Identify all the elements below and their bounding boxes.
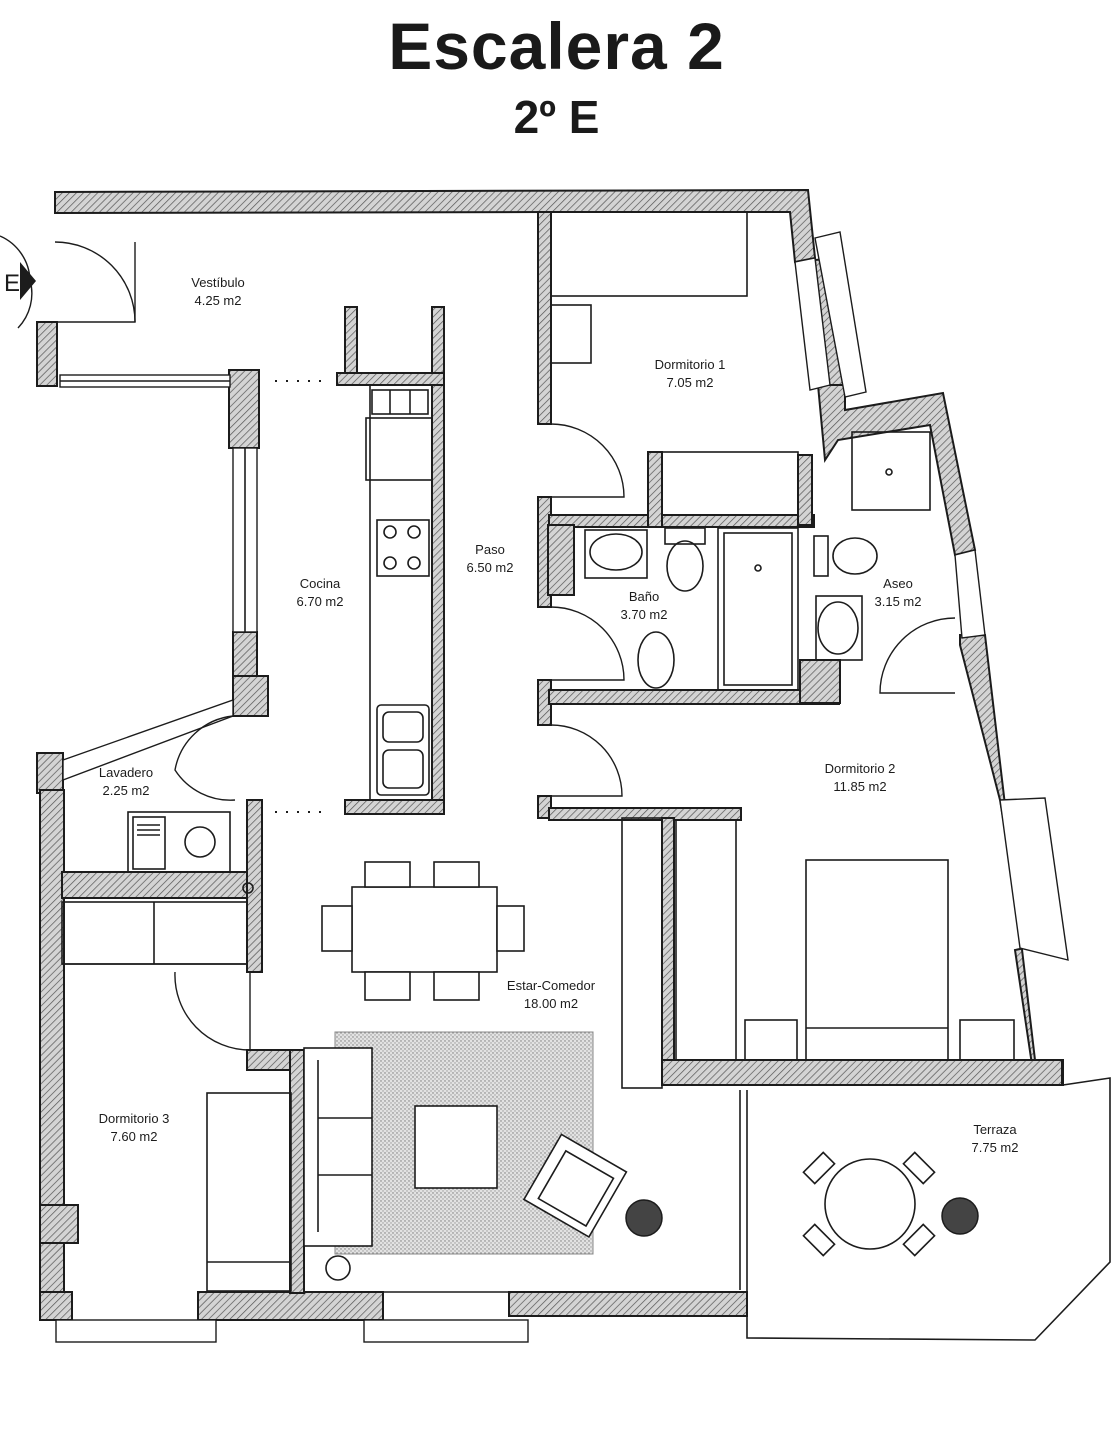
interior-walls bbox=[61, 306, 1063, 1294]
living-plant bbox=[625, 1199, 663, 1237]
area-aseo: 3.15 m2 bbox=[875, 594, 922, 609]
kitchen-fittings bbox=[275, 380, 433, 813]
bathroom-fixtures bbox=[584, 431, 931, 691]
area-terraza: 7.75 m2 bbox=[972, 1140, 1019, 1155]
doors bbox=[54, 241, 956, 1051]
area-paso: 6.50 m2 bbox=[467, 560, 514, 575]
label-vestibulo: Vestíbulo bbox=[191, 275, 245, 290]
label-dormitorio2: Dormitorio 2 bbox=[825, 761, 896, 776]
entrance-marker: E bbox=[0, 235, 36, 329]
coffee-table bbox=[414, 1105, 498, 1189]
label-estar: Estar-Comedor bbox=[507, 978, 596, 993]
label-paso: Paso bbox=[475, 542, 505, 557]
entrance-door bbox=[54, 241, 136, 323]
area-cocina: 6.70 m2 bbox=[297, 594, 344, 609]
label-cocina: Cocina bbox=[300, 576, 341, 591]
building-title: Escalera 2 bbox=[388, 9, 725, 83]
area-dormitorio3: 7.60 m2 bbox=[111, 1129, 158, 1144]
area-vestibulo: 4.25 m2 bbox=[195, 293, 242, 308]
label-dormitorio1: Dormitorio 1 bbox=[655, 357, 726, 372]
label-aseo: Aseo bbox=[883, 576, 913, 591]
bedroom3-furniture bbox=[61, 901, 292, 1292]
label-dormitorio3: Dormitorio 3 bbox=[99, 1111, 170, 1126]
laundry-fixtures bbox=[127, 811, 254, 894]
cooktop bbox=[376, 519, 430, 577]
area-bano: 3.70 m2 bbox=[621, 607, 668, 622]
windows bbox=[55, 231, 1069, 1343]
dining-table bbox=[321, 861, 525, 1001]
living-furniture bbox=[303, 1031, 747, 1293]
label-terraza: Terraza bbox=[973, 1122, 1017, 1137]
armchair bbox=[522, 1133, 628, 1239]
sofa bbox=[303, 1047, 373, 1247]
terrace bbox=[739, 1077, 1111, 1341]
area-estar: 18.00 m2 bbox=[524, 996, 578, 1011]
entrance-label: E bbox=[4, 270, 20, 297]
area-lavadero: 2.25 m2 bbox=[103, 783, 150, 798]
area-dormitorio2: 11.85 m2 bbox=[833, 779, 886, 794]
kitchen-sink bbox=[376, 704, 430, 796]
bedroom2-furniture bbox=[621, 817, 1015, 1089]
terrace-plant bbox=[941, 1197, 979, 1235]
bedroom1-furniture bbox=[550, 211, 799, 516]
room-labels: Vestíbulo 4.25 m2 Dormitorio 1 7.05 m2 C… bbox=[99, 275, 1019, 1155]
label-bano: Baño bbox=[629, 589, 659, 604]
label-lavadero: Lavadero bbox=[99, 765, 153, 780]
unit-title: 2º E bbox=[513, 91, 600, 143]
area-dormitorio1: 7.05 m2 bbox=[667, 375, 714, 390]
terrace-table bbox=[802, 1151, 936, 1257]
